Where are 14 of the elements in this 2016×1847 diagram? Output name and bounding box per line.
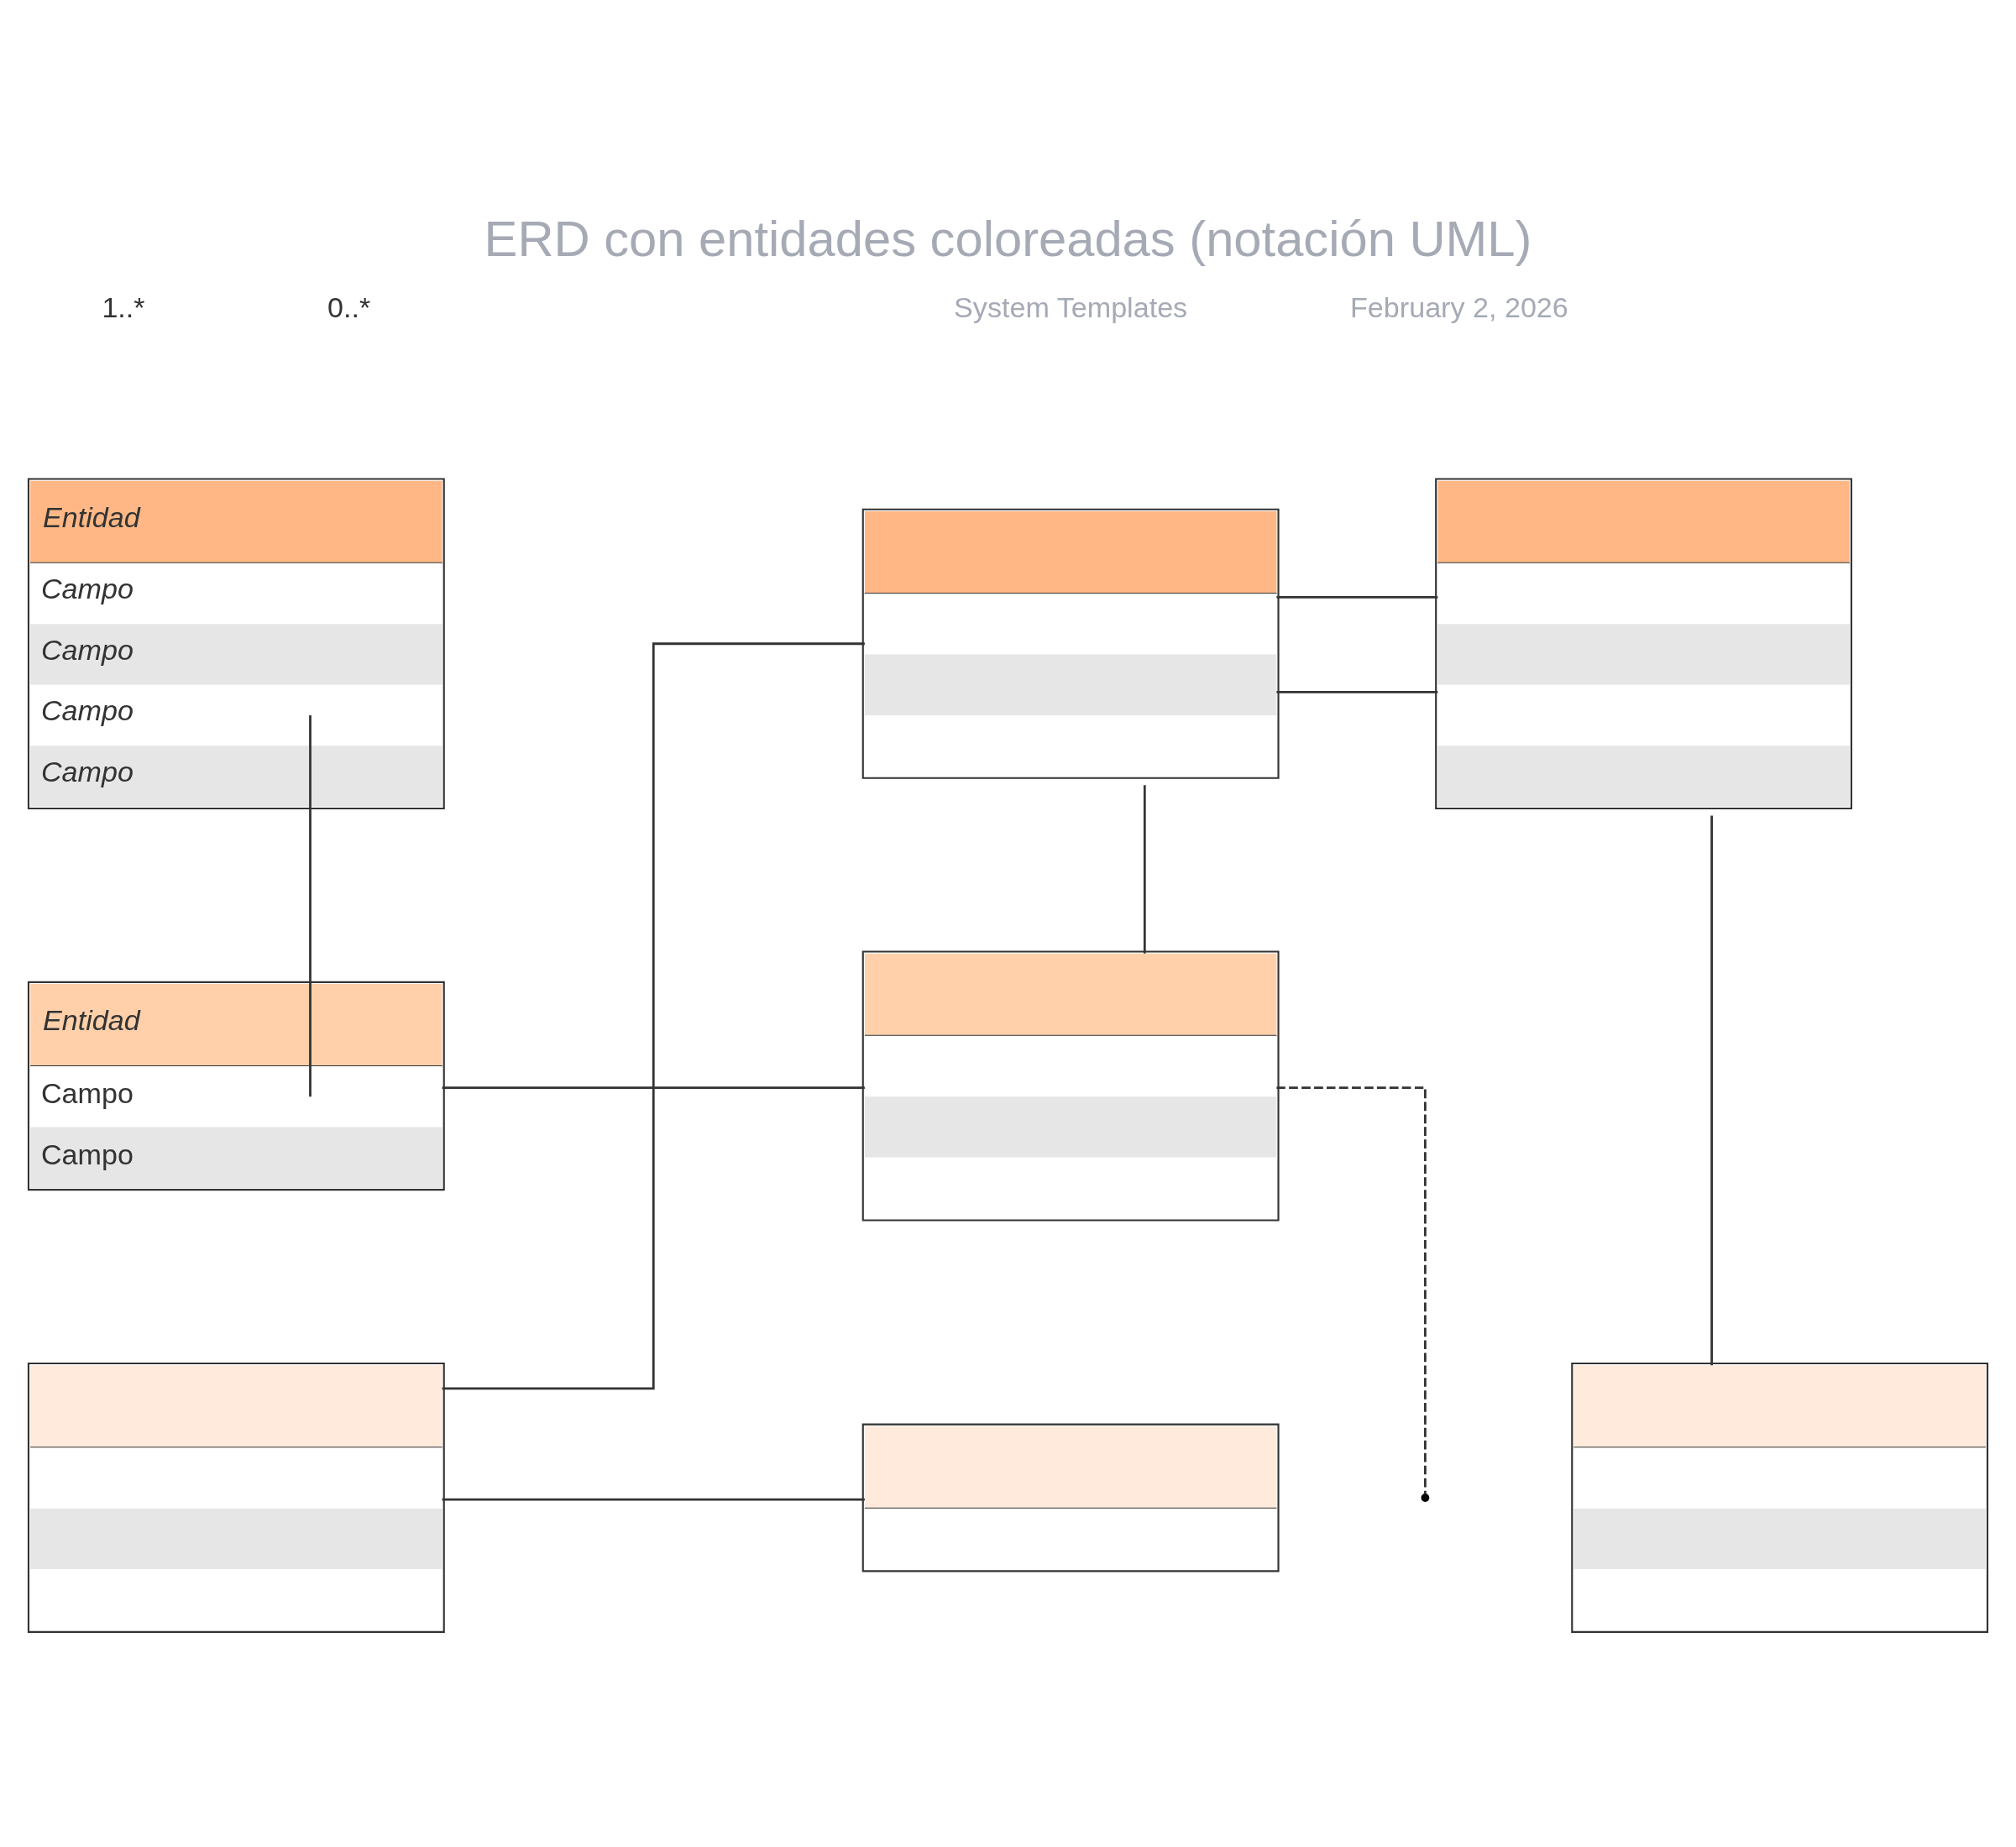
- diagram-title: ERD con entidades coloreadas (notación UML): [484, 210, 1532, 267]
- label: 0..*: [327, 290, 371, 323]
- connector: [1276, 595, 1438, 599]
- connector: [1276, 690, 1438, 693]
- connector: [442, 641, 865, 1389]
- connector: [442, 1498, 865, 1500]
- connector: [1276, 1086, 1427, 1494]
- label: 1..*: [102, 290, 145, 323]
- label: System Templates: [954, 290, 1188, 323]
- label: February 2, 2026: [1350, 290, 1568, 323]
- connector: [1143, 784, 1146, 954]
- connector: [1710, 815, 1713, 1365]
- connector: [442, 1086, 865, 1089]
- connector: [309, 714, 312, 1096]
